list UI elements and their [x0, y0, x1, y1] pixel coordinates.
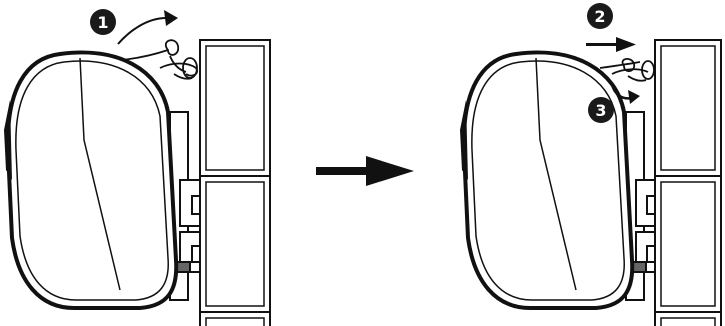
wall-bracket	[199, 39, 271, 326]
safety-cable	[121, 39, 198, 80]
step-badge-3: 3	[588, 97, 614, 123]
step-number-2: 2	[594, 7, 605, 26]
panel-before: 1	[4, 9, 271, 326]
step-badge-2: 2	[587, 3, 613, 29]
arrow-right-icon	[316, 156, 414, 186]
step-number-3: 3	[595, 101, 606, 120]
step1-arrow	[117, 10, 178, 45]
mount-hooks-after	[625, 111, 656, 301]
step-number-1: 1	[97, 13, 108, 32]
speaker-body-after	[460, 50, 635, 310]
step-badge-1: 1	[90, 9, 116, 35]
wall-bracket-after	[654, 39, 722, 326]
step3-arrow	[610, 83, 640, 104]
safety-cable-after	[599, 58, 655, 82]
panel-after: 2 3	[460, 3, 722, 326]
speaker-body	[4, 50, 179, 310]
step2-arrow	[586, 37, 636, 52]
